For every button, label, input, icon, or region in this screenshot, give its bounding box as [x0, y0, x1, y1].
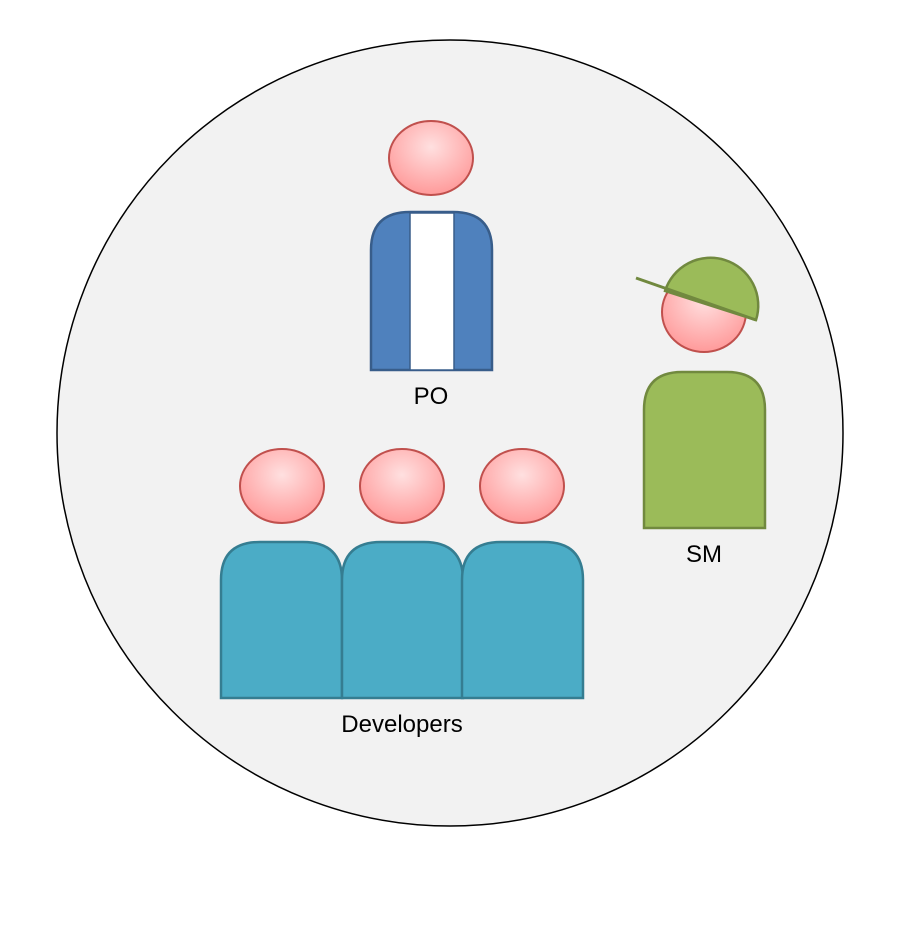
- developer-head: [239, 448, 325, 524]
- developer-person-icon: [219, 448, 344, 700]
- developer-head: [479, 448, 565, 524]
- sm-cap-brim: [635, 276, 757, 322]
- scrum-master-person-with-cap-icon: [635, 256, 767, 530]
- sm-cap: [663, 256, 760, 322]
- po-label: PO: [414, 383, 449, 410]
- sm-body: [642, 370, 767, 530]
- developers-label: Developers: [341, 711, 462, 738]
- developer-person-icon: [460, 448, 585, 700]
- product-owner-person-icon: [369, 120, 494, 372]
- po-head: [388, 120, 474, 196]
- po-tie-stripe: [409, 212, 455, 371]
- developers-group: [219, 448, 585, 700]
- developer-head: [359, 448, 445, 524]
- developer-body: [460, 540, 585, 700]
- developer-person-icon: [340, 448, 465, 700]
- developer-body: [340, 540, 465, 700]
- sm-label: SM: [686, 541, 722, 568]
- developer-body: [219, 540, 344, 700]
